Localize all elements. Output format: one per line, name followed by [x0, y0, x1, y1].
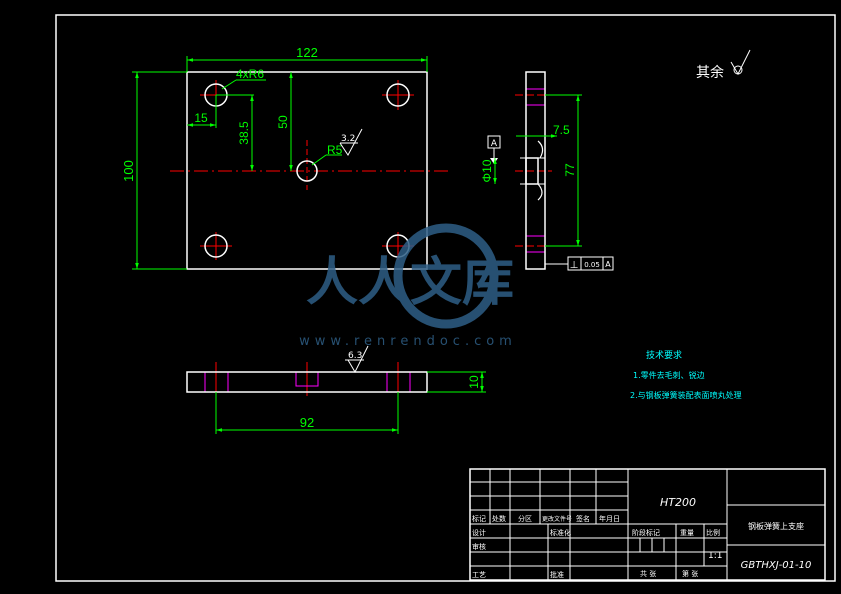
- bottom-view: 6.3 92 10: [186, 345, 486, 434]
- dim-length: 92: [300, 415, 314, 430]
- tb-header-6: 年月日: [599, 514, 620, 523]
- tb-drawing-number: GBTHXJ-01-10: [741, 560, 812, 571]
- tb-header-1: 标记: [472, 514, 486, 523]
- drawing-border: [55, 14, 836, 582]
- roughness-symbol-bottom: [347, 345, 369, 374]
- tb-label-sheet: 第 张: [682, 569, 698, 578]
- tech-req-item-1: 1.零件去毛刺、锐边: [633, 370, 705, 380]
- dim-center-hole: R5: [327, 143, 343, 157]
- tb-header-5: 签名: [576, 514, 590, 523]
- side-view: A Φ10 7.5 77 ⊥ 0.05 A: [480, 71, 614, 271]
- tb-header-4: 更改文件号: [542, 515, 572, 523]
- tolerance-datum: A: [605, 260, 611, 269]
- title-block-text: 标记 处数 分区 更改文件号 签名 年月日 设计 标准化 审核 工艺 批准 阶段…: [472, 496, 811, 579]
- tech-req-title: 技术要求: [646, 349, 682, 361]
- dim-center-height: 50: [276, 115, 290, 129]
- corner-hole-tr: [386, 83, 410, 107]
- dim-diameter: Φ10: [480, 159, 494, 182]
- tb-label-sheets: 共 张: [640, 569, 656, 578]
- dim-hole-spacing-v: 38.5: [237, 121, 251, 145]
- watermark-sub: www.renrendoc.com: [299, 334, 517, 349]
- dim-hole-spacing: 77: [563, 163, 577, 177]
- tb-label-designer: 设计: [472, 528, 486, 537]
- roughness-value-top: 3.2: [341, 134, 355, 144]
- corner-hole-bl: [204, 234, 228, 258]
- dim-counterbore: 7.5: [553, 123, 570, 137]
- tech-requirements: 技术要求 1.零件去毛刺、锐边 2.与钢板弹簧装配表面喷丸处理: [630, 349, 742, 400]
- center-hole: [296, 160, 318, 182]
- dim-width: 122: [296, 45, 318, 60]
- tb-label-approve: 批准: [550, 570, 564, 579]
- datum-letter: A: [491, 139, 498, 149]
- dim-edge-offset: 15: [194, 111, 208, 125]
- bottom-outline: [186, 371, 428, 393]
- dim-thickness: 10: [467, 375, 481, 389]
- surface-note: 其余: [696, 49, 751, 81]
- roughness-value-bottom: 6.3: [348, 351, 362, 361]
- tb-material: HT200: [660, 496, 696, 509]
- tb-label-stage: 阶段标记: [632, 528, 660, 537]
- tb-part-name: 钢板弹簧上支座: [748, 521, 804, 531]
- tolerance-value: 0.05: [584, 261, 600, 269]
- tb-label-standardize: 标准化: [550, 528, 571, 537]
- tb-header-3: 分区: [518, 514, 532, 523]
- roughness-symbol-top: [339, 128, 363, 156]
- dim-hole-callout: 4xR6: [236, 67, 264, 81]
- tolerance-symbol: ⊥: [570, 260, 579, 271]
- tb-label-scale: 比例: [706, 528, 720, 537]
- tb-scale-value: 1:1: [708, 551, 722, 561]
- watermark: 人人文库 www.renrendoc.com: [299, 223, 517, 349]
- title-block: [469, 468, 826, 581]
- tb-label-checker: 审核: [472, 542, 486, 551]
- tb-header-2: 处数: [492, 514, 506, 523]
- top-view: 122 100 4xR6 15 38.5 50 R5 3.2: [121, 45, 450, 270]
- plate-outline: [186, 71, 428, 270]
- tech-req-item-2: 2.与钢板弹簧装配表面喷丸处理: [630, 390, 742, 400]
- dim-height: 100: [121, 160, 136, 182]
- watermark-ring: [393, 223, 499, 329]
- watermark-main: 人人文库: [306, 253, 514, 313]
- tolerance-frame: [567, 256, 614, 271]
- tb-label-weight: 重量: [680, 529, 694, 537]
- surface-note-text: 其余: [696, 64, 724, 81]
- tb-label-process: 工艺: [472, 571, 486, 579]
